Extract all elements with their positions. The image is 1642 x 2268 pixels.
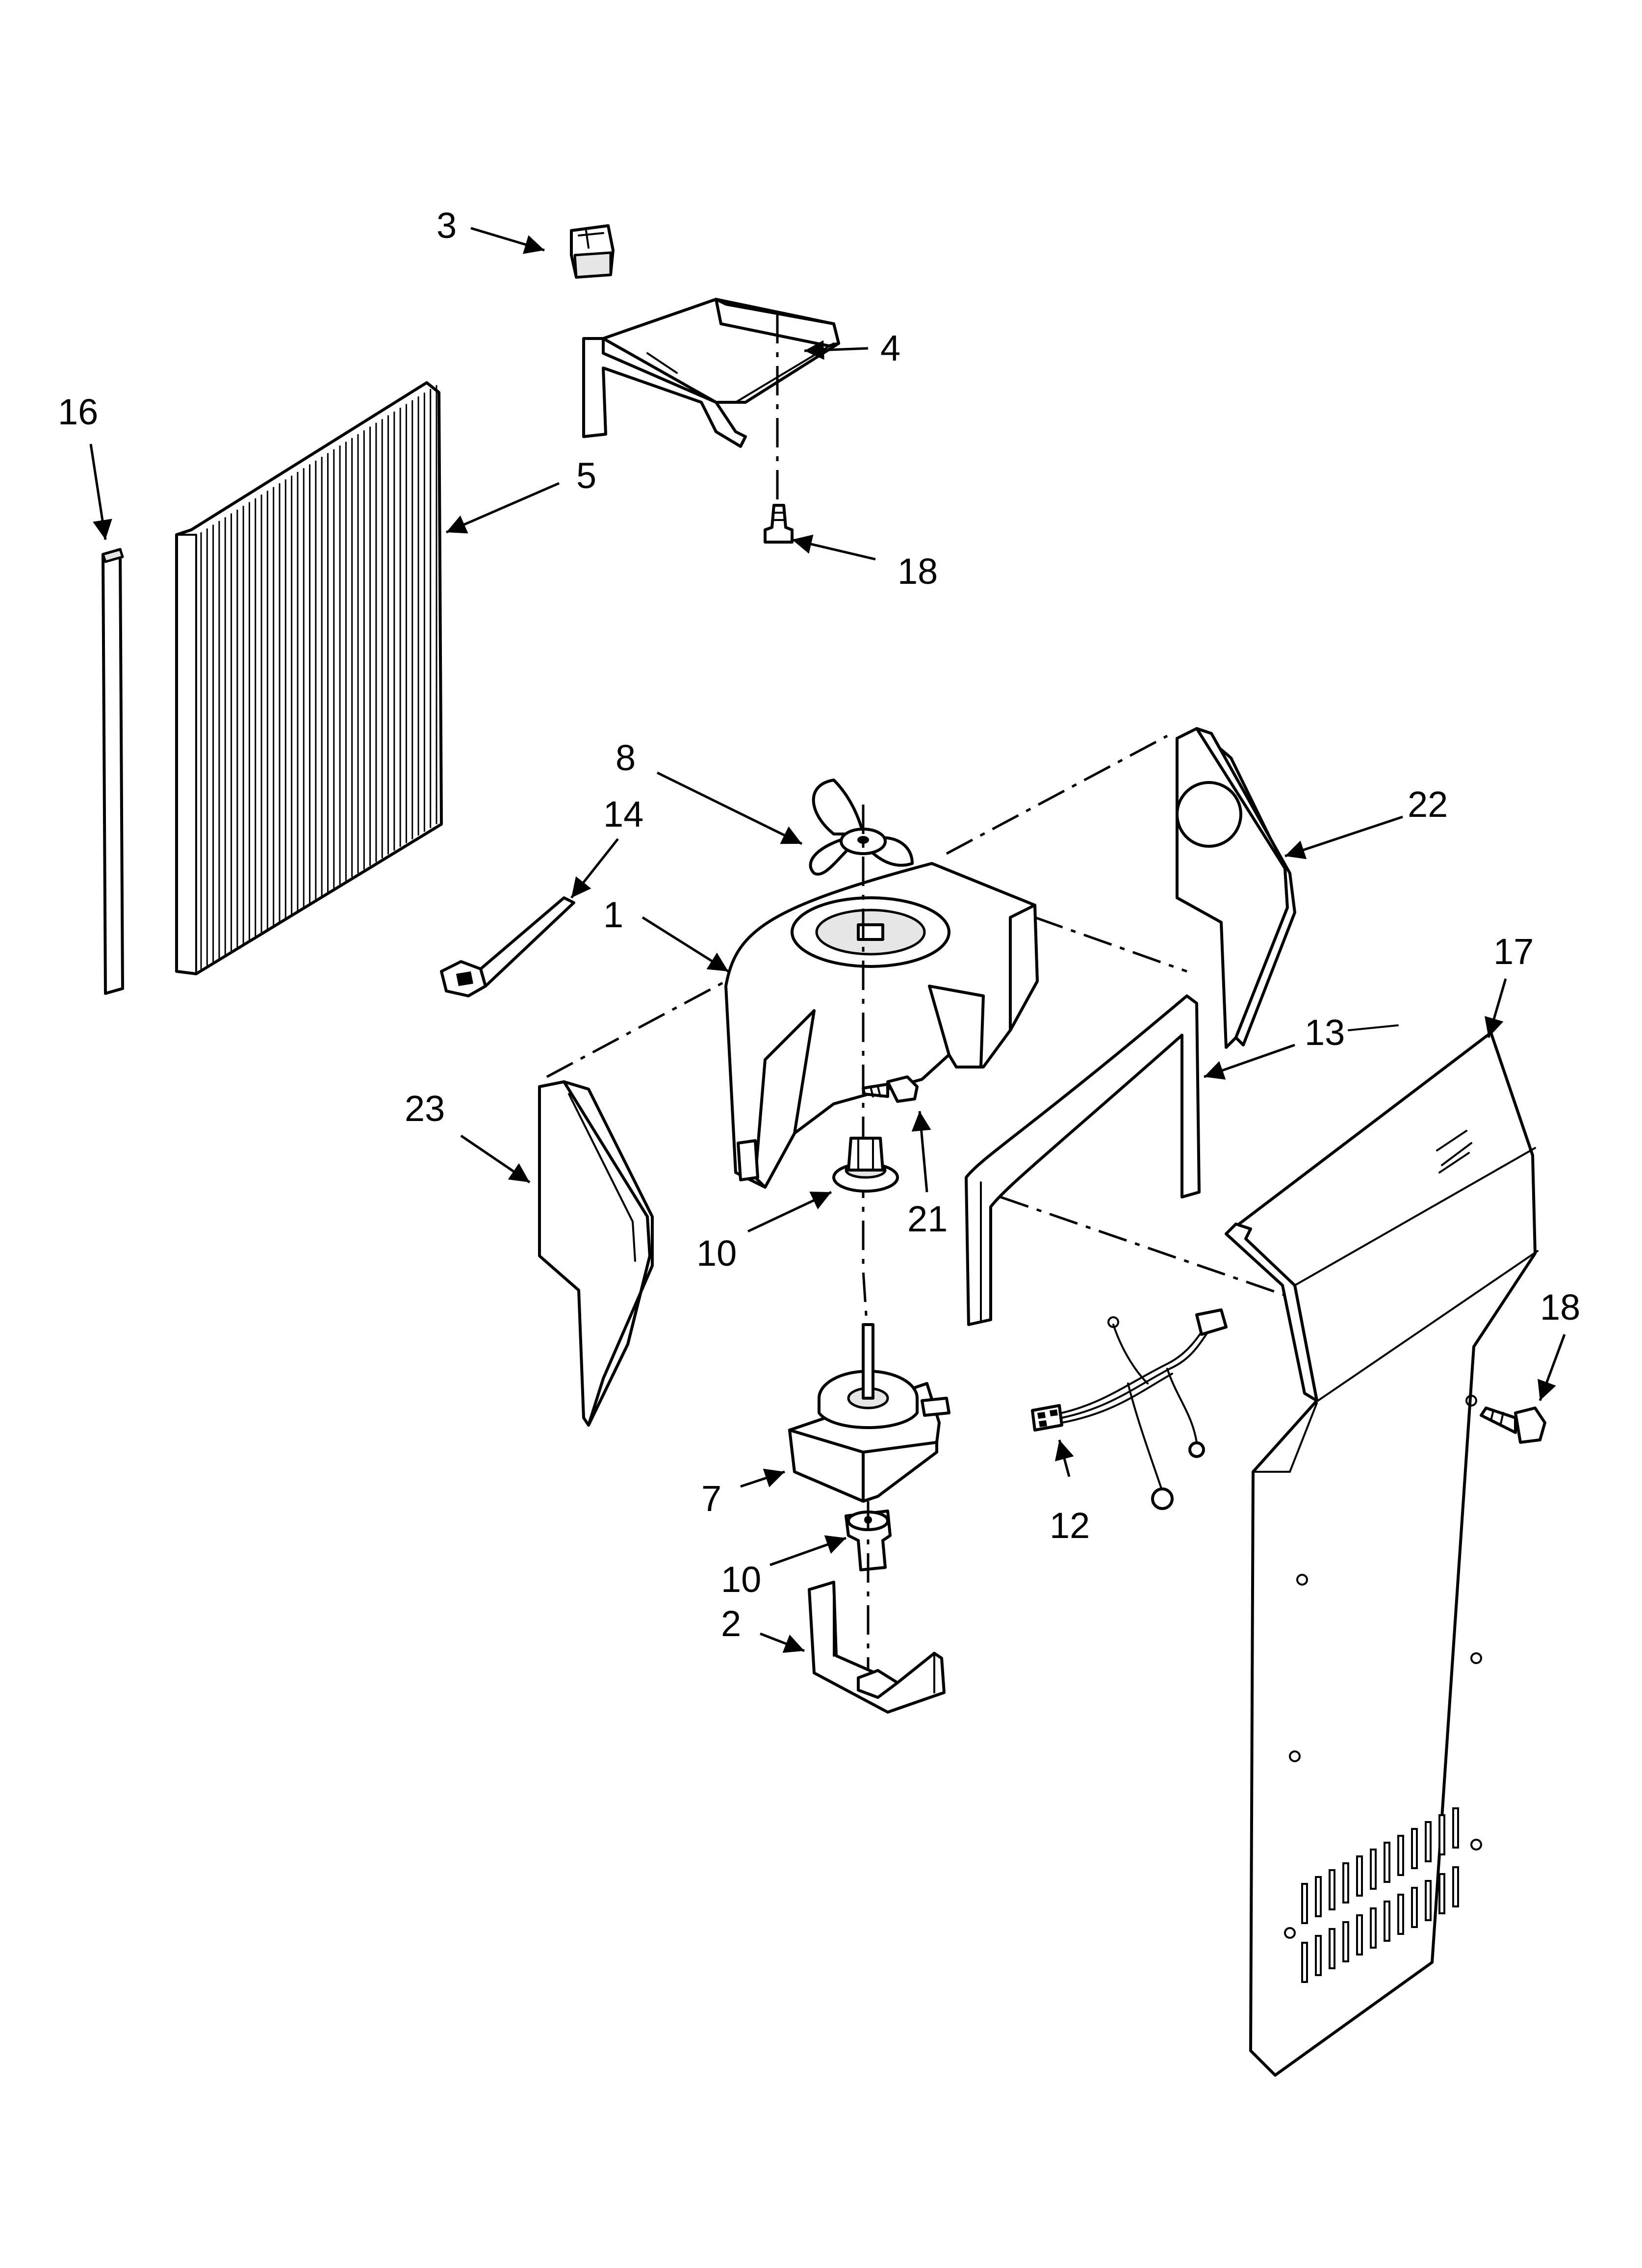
part-16-strip — [102, 548, 124, 995]
leader-14 — [570, 838, 619, 899]
callout-23: 23 — [405, 1088, 445, 1129]
callout-18b: 18 — [1540, 1287, 1580, 1328]
callout-8: 8 — [616, 737, 636, 778]
part-3-clip — [570, 224, 615, 279]
leader-10b — [770, 1535, 847, 1566]
part-14-cable-tie — [440, 896, 575, 997]
centerline-22 — [946, 734, 1168, 855]
part-2-motor-bracket — [808, 1581, 946, 1714]
part-22-duct-right — [1176, 727, 1296, 1049]
leader-2 — [760, 1632, 805, 1653]
callout-10b: 10 — [721, 1559, 761, 1600]
leader-7 — [740, 1468, 785, 1488]
leader-16 — [89, 443, 112, 540]
callout-2: 2 — [721, 1603, 741, 1644]
callout-16: 16 — [58, 391, 98, 432]
leader-12 — [1054, 1439, 1074, 1477]
part-17-duct-cover — [1225, 1024, 1539, 2077]
part-5-panel — [175, 381, 443, 975]
callout-22: 22 — [1408, 784, 1448, 825]
leader-4 — [804, 340, 869, 360]
leader-18b — [1538, 1334, 1566, 1401]
callout-10a: 10 — [696, 1233, 737, 1274]
callout-13: 13 — [1305, 1012, 1345, 1053]
leader-17 — [1485, 978, 1507, 1038]
part-23-duct-left — [538, 1080, 654, 1427]
part-7-fan-motor — [788, 1323, 950, 1503]
callout-1: 1 — [603, 894, 623, 935]
callout-17: 17 — [1493, 931, 1534, 972]
leader-3 — [470, 227, 545, 254]
centerline-22b — [1034, 916, 1187, 973]
leader-10a — [747, 1191, 832, 1233]
leader-8 — [656, 771, 803, 845]
leader-23 — [460, 1134, 531, 1184]
callout-18a: 18 — [898, 551, 938, 592]
part-4-bracket — [582, 298, 840, 448]
callout-21: 21 — [907, 1199, 948, 1239]
part-8-fan-blade — [809, 779, 914, 876]
part-18-screw-top — [764, 504, 794, 544]
centerline-23 — [546, 980, 727, 1078]
callout-4: 4 — [880, 328, 900, 368]
part-13-u-frame — [965, 994, 1201, 1326]
leader-1 — [641, 916, 729, 973]
part-1-shroud — [724, 862, 1039, 1189]
part-12-wire-harness — [1031, 1308, 1228, 1510]
callout-12: 12 — [1050, 1505, 1090, 1546]
part-10-grommet-upper — [832, 1137, 899, 1193]
callout-3: 3 — [436, 205, 457, 246]
part-21-screw — [862, 1075, 919, 1103]
callout-7: 7 — [701, 1478, 721, 1519]
leader-18a — [792, 534, 876, 561]
leader-5 — [446, 482, 560, 534]
callout-5: 5 — [576, 455, 596, 496]
leader-21 — [911, 1111, 931, 1193]
callout-14: 14 — [603, 794, 643, 834]
leader-22 — [1284, 815, 1403, 860]
leader-13 — [1204, 1043, 1295, 1080]
part-18-screw-right — [1480, 1407, 1546, 1444]
centerline-17 — [1000, 1196, 1285, 1297]
